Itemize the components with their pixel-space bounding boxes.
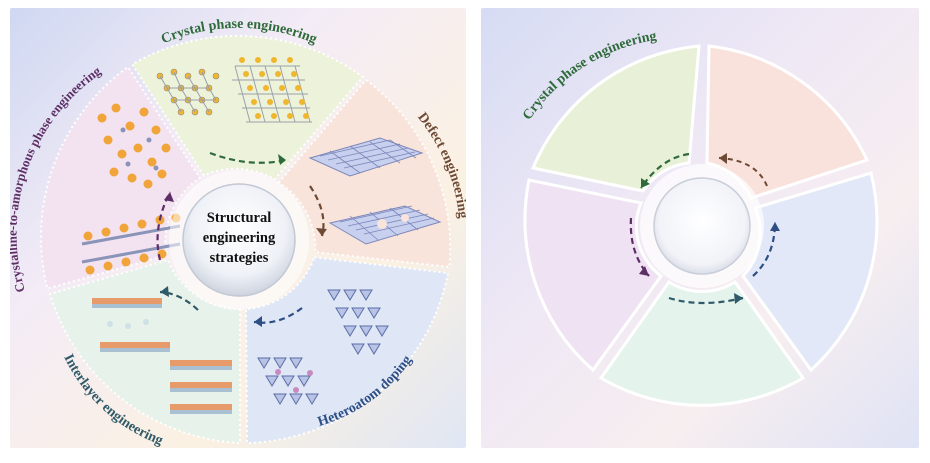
arrowhead-amorphous: [164, 192, 174, 202]
arrowhead-crystal: [278, 154, 286, 165]
right-arrow-interlayer: [668, 296, 744, 305]
arrow-interlayer-to-amorphous: [159, 290, 199, 311]
right-sector-bottom: [598, 279, 806, 407]
hub-circle: [182, 183, 296, 297]
right-sector-top-left: [530, 44, 701, 193]
right-arrow-amorphous: [629, 217, 650, 277]
right-arrowhead-interlayer: [734, 293, 743, 304]
defect-sheet-2: [328, 205, 442, 245]
right-arrowhead-crystal: [641, 178, 650, 188]
crystal-lattice-1: [156, 68, 220, 116]
arrow-heteroatom-to-interlayer: [253, 307, 303, 324]
dopant-atoms: [275, 369, 313, 393]
right-sector-left: [523, 178, 664, 373]
center-text-line-2: engineering: [203, 230, 276, 246]
defect-sheet-1: [308, 137, 424, 177]
right-arrowhead-amorphous: [639, 266, 649, 276]
right-diagram: Crystal phase engineering: [520, 29, 879, 407]
heteroatom-structure-2: [257, 357, 319, 405]
center-text-line-1: Structural: [207, 210, 271, 226]
left-diagram: Structural engineering strategies Crysta…: [10, 17, 466, 448]
arrowhead-defect: [316, 228, 327, 236]
heteroatom-structure-1: [327, 289, 389, 355]
right-arrowhead-heteroatom: [770, 222, 780, 231]
arrowhead-heteroatom: [254, 316, 262, 327]
right-arrow-defect: [718, 157, 768, 187]
left-panel: Structural engineering strategies Crysta…: [10, 8, 466, 448]
right-panel: Crystal phase engineering: [481, 8, 919, 448]
amorphous-bonds: [120, 127, 159, 171]
amorphous-structure-1: [97, 103, 171, 189]
center-text-line-3: strategies: [210, 250, 269, 266]
interlayer-structure-1: [92, 298, 170, 352]
interlayer-structure-2: [170, 360, 232, 414]
arrowhead-interlayer: [160, 286, 169, 297]
right-hub-circle: [653, 177, 751, 275]
right-arrowhead-defect: [719, 153, 727, 164]
amorphous-structure-2: [81, 213, 181, 275]
sector-amorphous: [40, 65, 202, 290]
crystal-lattice-2: [232, 57, 312, 123]
arrow-crystal-to-defect: [209, 151, 287, 164]
arrow-defect-to-heteroatom: [309, 185, 325, 237]
